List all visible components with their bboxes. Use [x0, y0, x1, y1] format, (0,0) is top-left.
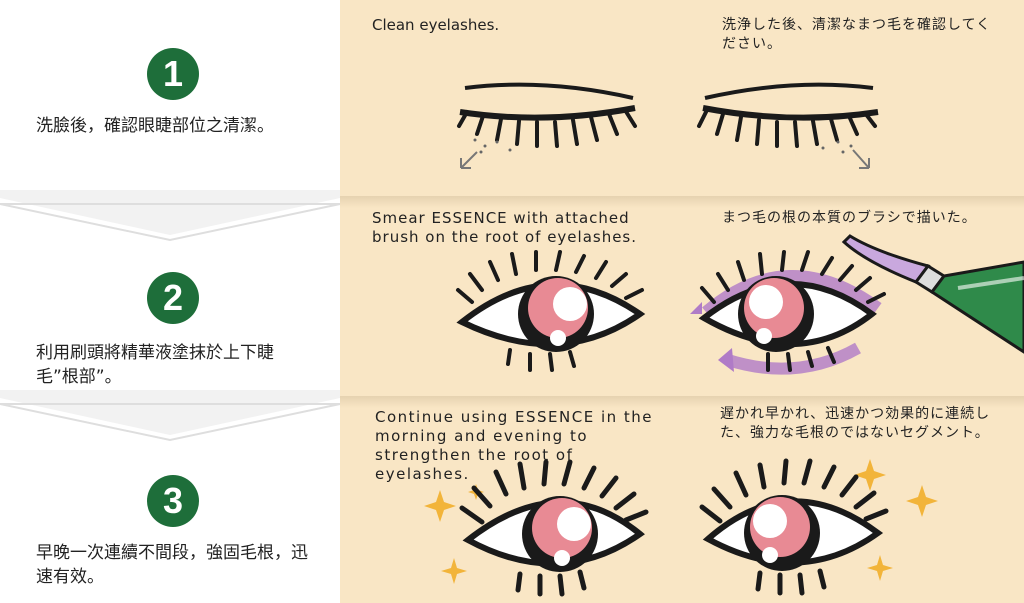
step-3-chinese-text: 早晚一次連續不間段，強固毛根，迅速有效。 — [36, 543, 308, 587]
step-3-english-text: Continue using ESSENCE in the morning an… — [375, 408, 653, 483]
step-1-english-text: Clean eyelashes. — [372, 16, 500, 34]
step-divider-1 — [0, 190, 341, 242]
row-separator-2 — [340, 396, 1024, 408]
step-number-1: 1 — [147, 48, 199, 100]
illustration-panel — [340, 0, 1024, 603]
open-eye-right-illustration — [690, 250, 886, 375]
open-eye-left-illustration — [456, 250, 646, 372]
step-1-chinese-text: 洗臉後，確認眼睫部位之清潔。 — [36, 116, 274, 136]
row-separator-1 — [340, 196, 1024, 208]
strong-lash-eye-left-illustration — [424, 459, 649, 597]
step-number-2: 2 — [147, 272, 199, 324]
step-divider-2 — [0, 390, 341, 442]
step-3-japanese-text: 遅かれ早かれ、迅速かつ効果的に連続した、強力な毛根のではないセグメント。 — [720, 406, 991, 441]
step-2-japanese-text: まつ毛の根の本質のブラシで描いた。 — [722, 210, 977, 226]
step-number-3: 3 — [147, 475, 199, 527]
step-1-japanese-text: 洗浄した後、清潔なまつ毛を確認してください。 — [722, 17, 992, 52]
step-2-english-text: Smear ESSENCE with attached brush on the… — [372, 209, 638, 246]
step-2-chinese-text: 利用刷頭將精華液塗抹於上下睫毛”根部”。 — [36, 343, 274, 387]
instruction-column: 1 洗臉後，確認眼睫部位之清潔。 2 利用刷頭將精華液塗抹於上下睫毛”根部”。 … — [0, 0, 341, 603]
closed-eye-right-illustration — [697, 82, 879, 169]
strong-lash-eye-right-illustration — [699, 458, 938, 596]
essence-brush-applicator — [841, 234, 1024, 354]
closed-eye-left-illustration — [457, 82, 637, 169]
